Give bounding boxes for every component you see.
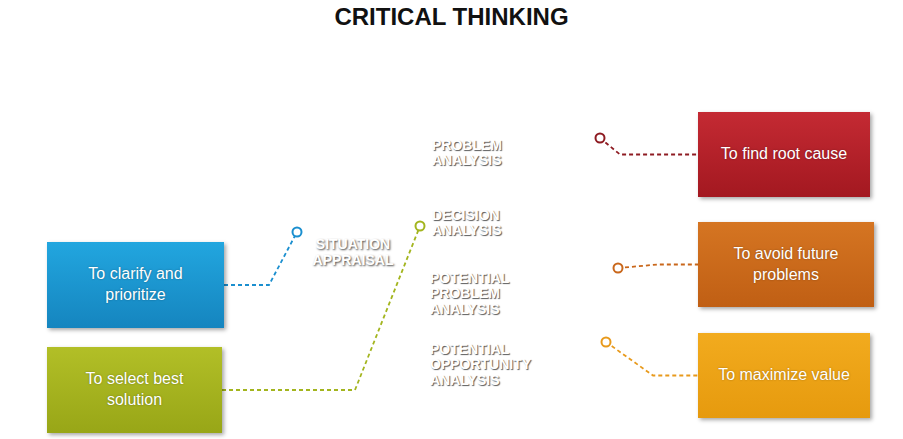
icon-glyph bbox=[564, 353, 580, 369]
icon-disc bbox=[559, 348, 585, 374]
icon-glyph bbox=[572, 213, 584, 225]
callout-text: To find root cause bbox=[721, 144, 847, 165]
glyph-ray bbox=[564, 360, 567, 362]
callout-box: To maximize value bbox=[698, 333, 870, 418]
icon-disc bbox=[358, 197, 386, 225]
anchor-dot bbox=[416, 222, 425, 231]
leader-line bbox=[224, 232, 297, 285]
umbrella-icon bbox=[565, 277, 591, 303]
band-fill bbox=[419, 330, 623, 400]
parallel-line bbox=[233, 239, 637, 240]
glyph-handle bbox=[569, 150, 574, 155]
band-label: DECISION ANALYSIS bbox=[432, 208, 544, 239]
globe-label: SITUATION APPRAISAL bbox=[308, 236, 398, 268]
parallel-line bbox=[334, 64, 536, 65]
callout-box: To avoid future problems bbox=[698, 222, 874, 307]
globe-sphere bbox=[233, 38, 637, 439]
band-fill bbox=[421, 188, 644, 258]
band-label: PROBLEM ANALYSIS bbox=[432, 138, 544, 169]
meridian-line bbox=[292, 38, 578, 439]
callout-text: To select best solution bbox=[59, 369, 210, 411]
callout-box: To clarify and prioritize bbox=[47, 242, 224, 328]
anchor-dot bbox=[293, 228, 302, 237]
band-shine bbox=[426, 119, 599, 121]
icon-disc bbox=[562, 136, 588, 162]
leader-line bbox=[600, 138, 698, 155]
icon-glyph bbox=[571, 284, 585, 297]
callout-text: To clarify and prioritize bbox=[59, 264, 212, 306]
glyph-sun bbox=[569, 358, 576, 365]
band-label: POTENTIAL PROBLEM ANALYSIS bbox=[430, 271, 542, 317]
leader-line bbox=[618, 265, 698, 269]
icon-frame bbox=[362, 206, 382, 210]
icon-disc bbox=[565, 277, 591, 303]
band-fill bbox=[419, 258, 643, 330]
band-fill bbox=[421, 118, 637, 188]
meridian-line bbox=[260, 38, 610, 439]
anchor-dot bbox=[596, 134, 605, 143]
parallel-line bbox=[383, 435, 488, 436]
band-segment: PROBLEM ANALYSIS bbox=[420, 118, 639, 188]
parallel-line bbox=[334, 414, 536, 415]
diagram-title: CRITICAL THINKING bbox=[0, 3, 903, 31]
meridian-line bbox=[240, 38, 630, 439]
sun-icon bbox=[559, 348, 585, 374]
band-shine bbox=[424, 259, 638, 261]
callout-text: To maximize value bbox=[718, 365, 850, 386]
anchor-dot bbox=[614, 264, 623, 273]
icon-lens bbox=[364, 209, 371, 216]
callout-text: To avoid future problems bbox=[710, 244, 862, 286]
band-label: POTENTIAL OPPORTUNITY ANALYSIS bbox=[430, 342, 542, 388]
icon-lens bbox=[373, 209, 380, 216]
parallel-line bbox=[292, 97, 578, 98]
callout-box: To select best solution bbox=[47, 347, 222, 433]
globe-grid bbox=[233, 38, 637, 439]
glyph-ray bbox=[566, 365, 568, 367]
band-segment: POTENTIAL PROBLEM ANALYSIS bbox=[418, 258, 645, 330]
parallel-line bbox=[240, 187, 630, 188]
glyph-lines bbox=[572, 213, 584, 225]
glyph-ray bbox=[576, 355, 578, 357]
magnifier-icon bbox=[562, 136, 588, 162]
band-segment: DECISION ANALYSIS bbox=[420, 188, 645, 258]
glyph-ray bbox=[576, 365, 578, 367]
leader-line bbox=[222, 226, 420, 390]
parallel-line bbox=[383, 44, 488, 45]
network-icon bbox=[565, 206, 591, 232]
glyph-umbrella bbox=[571, 284, 585, 297]
glasses-icon bbox=[358, 197, 386, 225]
band-shine bbox=[424, 331, 619, 333]
glyph-ray bbox=[566, 355, 568, 357]
globe-node: SITUATION APPRAISAL PROBLEM ANALYSIS DECIS… bbox=[233, 38, 637, 439]
glyph-ray bbox=[571, 353, 573, 356]
anchor-dot bbox=[602, 338, 611, 347]
glyph-ray bbox=[578, 360, 581, 362]
icon-glyph bbox=[569, 143, 582, 156]
icon-disc bbox=[565, 206, 591, 232]
meridian-line bbox=[292, 38, 578, 439]
band-segment: POTENTIAL OPPORTUNITY ANALYSIS bbox=[418, 330, 625, 400]
glyph-ray bbox=[571, 367, 573, 370]
glyph-lens bbox=[573, 143, 582, 152]
meridian-line bbox=[260, 38, 610, 439]
band-shine bbox=[426, 189, 632, 191]
meridian-line bbox=[240, 38, 630, 439]
leader-line bbox=[606, 342, 698, 376]
callout-box: To find root cause bbox=[698, 112, 870, 197]
globe-highlight bbox=[268, 73, 458, 193]
